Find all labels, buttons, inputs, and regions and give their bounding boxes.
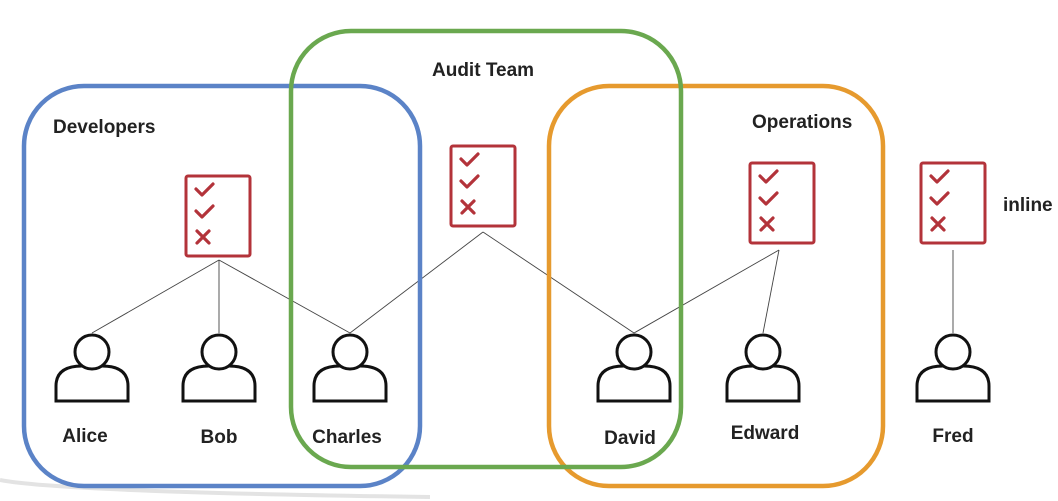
user-icon xyxy=(181,333,257,403)
user-label-edward: Edward xyxy=(731,423,800,444)
inline-policy-label: inline xyxy=(1003,195,1053,216)
user-label-david: David xyxy=(604,428,656,449)
developers-group-box xyxy=(21,83,423,489)
user-icon xyxy=(596,333,672,403)
developers-group-label: Developers xyxy=(53,117,155,138)
policy-checklist-icon xyxy=(184,174,252,258)
user-label-fred: Fred xyxy=(932,426,973,447)
link-developers-charles xyxy=(218,259,351,334)
user-icon xyxy=(54,333,130,403)
operations-group-box xyxy=(546,83,886,489)
user-label-alice: Alice xyxy=(62,426,107,447)
link-operations-david xyxy=(633,249,780,334)
link-developers-alice xyxy=(91,259,220,334)
user-label-charles: Charles xyxy=(312,427,382,448)
link-audit-david xyxy=(482,231,635,334)
policy-checklist-icon xyxy=(919,161,987,245)
audit-team-group-label: Audit Team xyxy=(432,60,534,81)
link-operations-edward xyxy=(762,249,780,334)
user-icon xyxy=(312,333,388,403)
connections xyxy=(91,231,954,334)
policy-checklist-icon xyxy=(449,144,517,228)
link-audit-charles xyxy=(349,231,484,334)
user-icon xyxy=(725,333,801,403)
operations-group-label: Operations xyxy=(752,112,852,133)
user-label-bob: Bob xyxy=(201,427,238,448)
policy-checklist-icon xyxy=(748,161,816,245)
audit-team-group-box xyxy=(288,28,684,470)
page-edge xyxy=(0,478,431,499)
user-icon xyxy=(915,333,991,403)
